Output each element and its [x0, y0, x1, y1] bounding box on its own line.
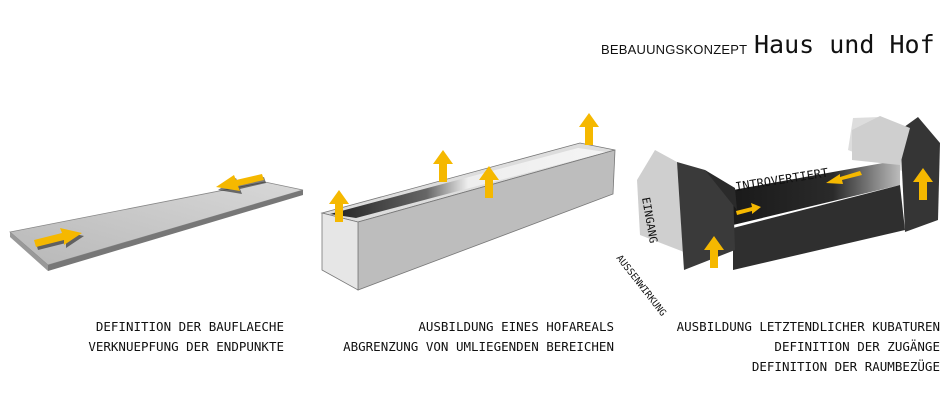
courtyard-tray — [320, 142, 616, 291]
building-plot-slab — [9, 181, 304, 271]
concept-title: Haus und Hof — [754, 30, 935, 59]
arrow-icon — [34, 228, 84, 250]
caption-line: AUSBILDUNG EINES HOFAREALS — [418, 319, 614, 334]
arrow-icon — [736, 203, 761, 215]
arrow-up-icon — [433, 150, 453, 182]
step-2-caption: AUSBILDUNG EINES HOFAREALS ABGRENZUNG VON… — [343, 317, 614, 357]
caption-line: ABGRENZUNG VON UMLIEGENDEN BEREICHEN — [343, 339, 614, 354]
arrow-up-icon — [579, 113, 599, 145]
step-3-caption: AUSBILDUNG LETZTENDLICHER KUBATUREN DEFIN… — [677, 317, 940, 377]
caption-line: DEFINITION DER BAUFLAECHE — [95, 319, 284, 334]
arrow-icon — [216, 174, 266, 194]
arrow-icon — [826, 171, 862, 184]
caption-line: DEFINITION DER RAUMBEZÜGE — [751, 359, 940, 374]
caption-line: AUSBILDUNG LETZTENDLICHER KUBATUREN — [676, 319, 940, 334]
caption-line: VERKNUEPFUNG DER ENDPUNKTE — [88, 339, 284, 354]
house-and-yard-volume — [637, 116, 940, 270]
label-aussenwirkung: AUSSENWIRKUNG — [614, 253, 669, 319]
step-1-caption: DEFINITION DER BAUFLAECHE VERKNUEPFUNG DE… — [88, 317, 284, 357]
concept-subtitle: BEBAUUNGSKONZEPT — [601, 42, 748, 57]
caption-line: DEFINITION DER ZUGÄNGE — [774, 339, 940, 354]
